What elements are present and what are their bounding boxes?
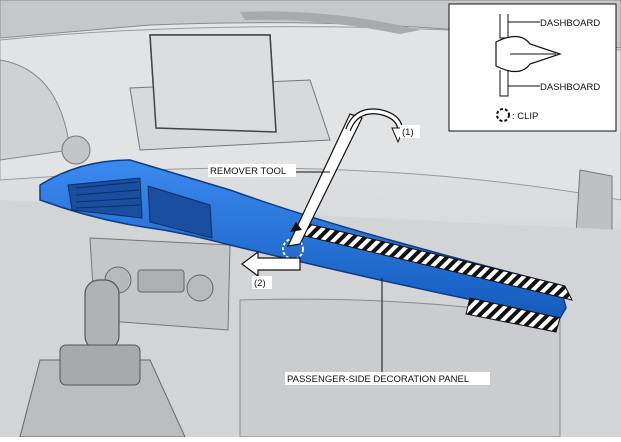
- remover-tool: [286, 113, 363, 247]
- label-step-2: (2): [254, 278, 266, 289]
- clip-legend-inset: DASHBOARD DASHBOARD : CLIP: [448, 3, 617, 132]
- rotate-arrow-inner: [346, 109, 402, 131]
- tweeter-speaker: [61, 135, 91, 165]
- shifter-boot: [59, 344, 141, 386]
- vent-louvers: [75, 181, 141, 209]
- hatched-clip-area: [299, 221, 573, 301]
- defroster-vent: [240, 11, 420, 34]
- remover-tool-tip: [290, 222, 302, 232]
- legend-dashboard-top: DASHBOARD: [540, 18, 600, 29]
- legend-dashboard-bottom: DASHBOARD: [540, 82, 600, 93]
- panel-air-vent-right: [147, 185, 213, 239]
- label-decoration-panel: PASSENGER-SIDE DECORATION PANEL: [287, 374, 469, 385]
- label-step-1: (1): [402, 127, 414, 138]
- hatched-panel-edge: [465, 297, 561, 333]
- clip-symbol-icon: [496, 108, 510, 122]
- climate-knob-right: [186, 274, 214, 302]
- dashboard-lower-layer: [499, 70, 509, 97]
- label-remover-tool: REMOVER TOOL: [210, 166, 286, 177]
- legend-clip: : CLIP: [512, 111, 538, 122]
- gear-shift-knob: [84, 279, 120, 351]
- climate-buttons: [137, 269, 185, 293]
- pull-arrow: [241, 250, 301, 278]
- display-screen: [149, 34, 277, 133]
